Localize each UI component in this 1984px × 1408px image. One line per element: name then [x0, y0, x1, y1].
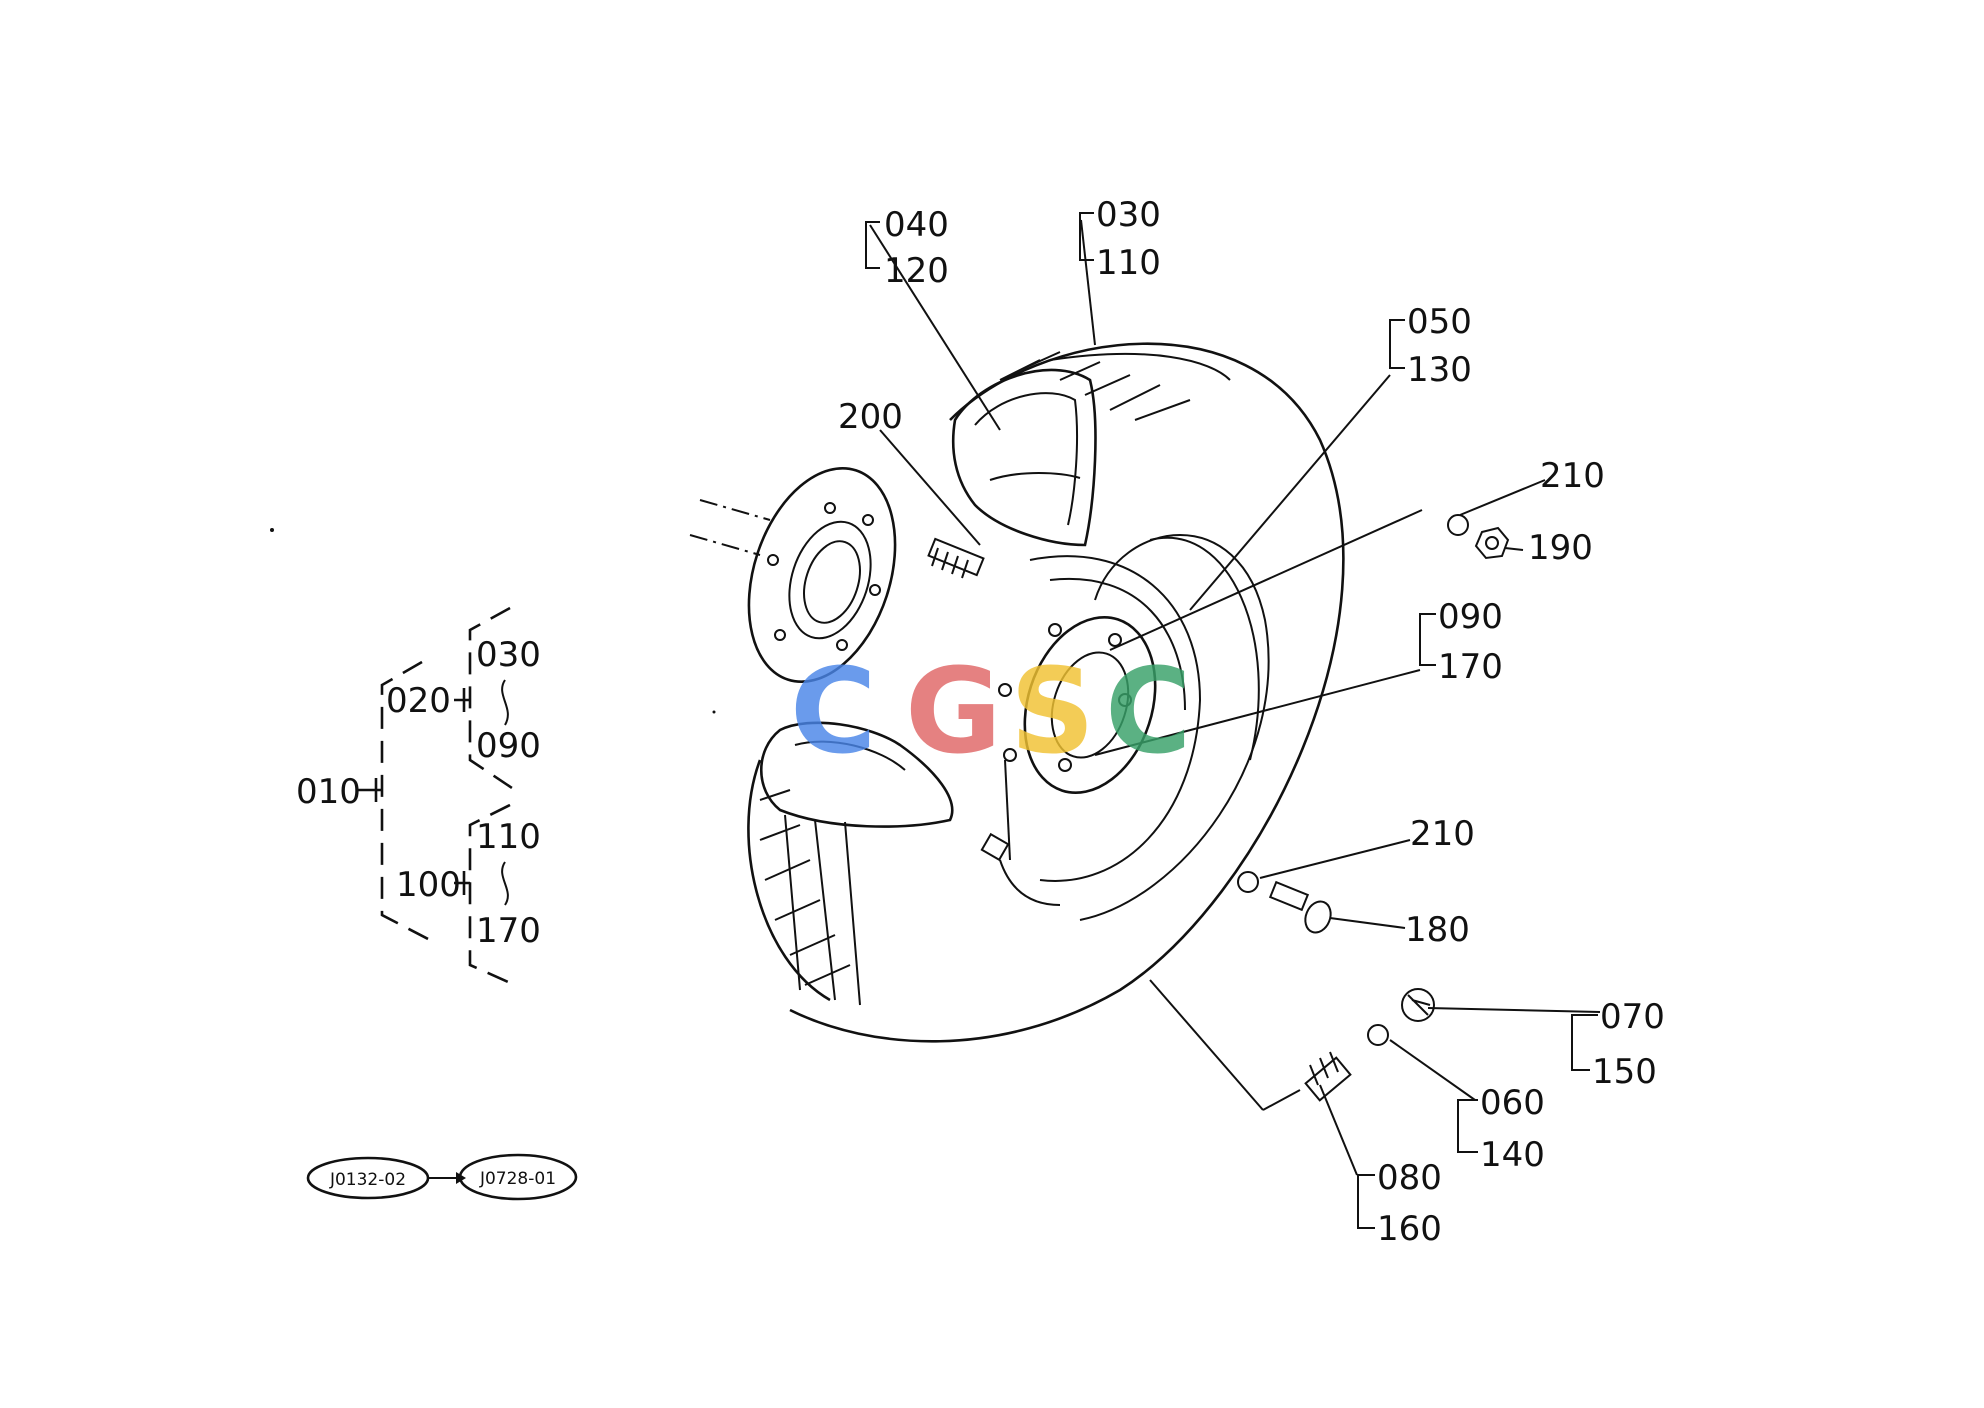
- bolt-and-washer-bottom: [1237, 871, 1332, 934]
- tree-node-100: 100: [396, 865, 461, 905]
- tree-node-020-from: 030: [476, 635, 541, 675]
- callout-050: 050: [1407, 302, 1472, 342]
- callout-210-bottom: 210: [1410, 814, 1475, 854]
- callout-120: 120: [884, 251, 949, 291]
- callout-200: 200: [838, 397, 903, 437]
- callout-130: 130: [1407, 350, 1472, 390]
- callout-160: 160: [1377, 1209, 1442, 1249]
- tree-root-label: 010: [296, 772, 361, 812]
- assembly-tree: 010 020 030 090 100 110 170: [296, 606, 541, 987]
- callout-150: 150: [1592, 1052, 1657, 1092]
- wheel-rim: [998, 555, 1202, 906]
- callout-060: 060: [1480, 1083, 1545, 1123]
- callout-090: 090: [1438, 597, 1503, 637]
- ref-tag-to: J0728-01: [479, 1169, 556, 1189]
- stud-bolt: [927, 537, 985, 579]
- leader-lines: [869, 219, 1601, 1176]
- callout-labels: 040 120 030 110 050 130 200 210 190 090 …: [838, 195, 1665, 1249]
- callout-brackets: [865, 212, 1598, 1229]
- watermark: C G S C: [790, 642, 1192, 780]
- ref-tag-from: J0132-02: [329, 1170, 406, 1190]
- reference-tags: J0132-02 J0728-01: [306, 1153, 578, 1201]
- callout-180: 180: [1405, 910, 1470, 950]
- callout-030: 030: [1096, 195, 1161, 235]
- tree-node-020: 020: [386, 681, 451, 721]
- scan-speck: [270, 528, 274, 532]
- hub-flange: [689, 466, 897, 684]
- tree-node-020-to: 090: [476, 726, 541, 766]
- tree-node-100-to: 170: [476, 911, 541, 951]
- watermark-letter-4: C: [1105, 642, 1192, 780]
- callout-170: 170: [1438, 647, 1503, 687]
- callout-040: 040: [884, 205, 949, 245]
- tire-cut-bottom: [747, 721, 954, 1006]
- watermark-letter-3: S: [1010, 642, 1095, 780]
- scan-speck: [712, 710, 716, 714]
- valve-assembly: [980, 832, 1435, 1102]
- callout-070: 070: [1600, 997, 1665, 1037]
- callout-080: 080: [1377, 1158, 1442, 1198]
- callout-110: 110: [1096, 243, 1161, 283]
- callout-210-top: 210: [1540, 456, 1605, 496]
- tree-node-100-from: 110: [476, 817, 541, 857]
- watermark-letter-2: G: [905, 642, 1002, 780]
- tire-cut-top: [951, 351, 1231, 547]
- callout-190: 190: [1528, 528, 1593, 568]
- callout-140: 140: [1480, 1135, 1545, 1175]
- nut-and-washer-top: [1447, 514, 1510, 560]
- watermark-letter-1: C: [790, 642, 877, 780]
